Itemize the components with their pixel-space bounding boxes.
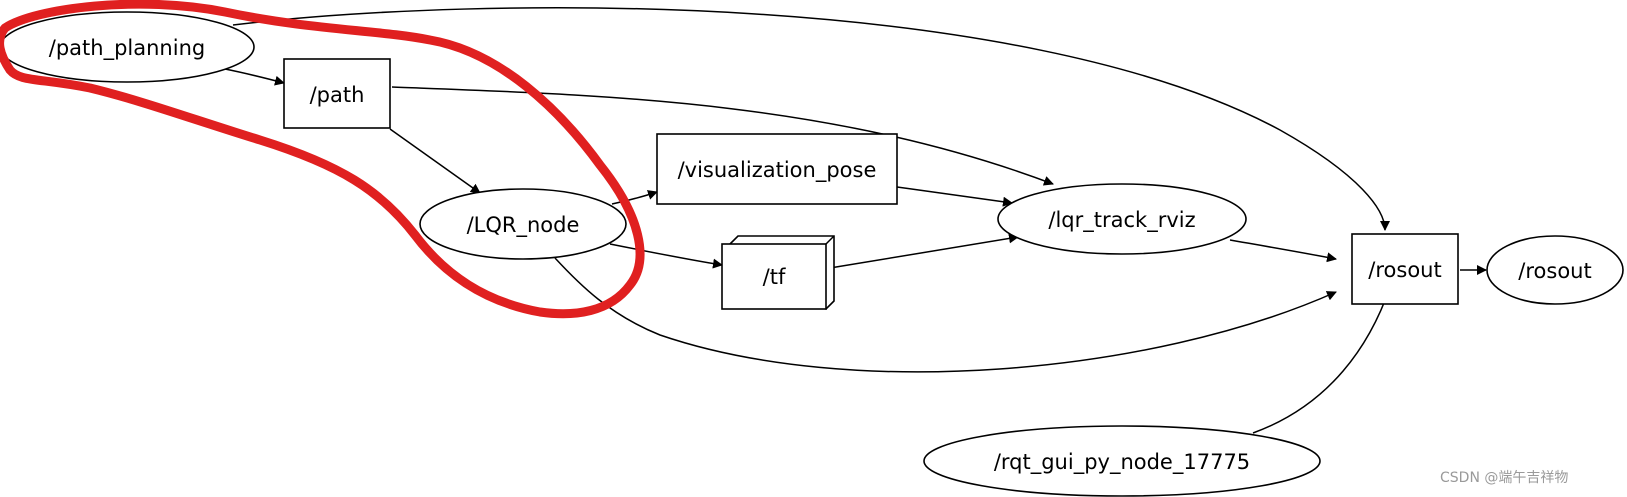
edge-lqr-track-rviz-to-rosout-topic — [1229, 239, 1337, 263]
edge-lqr-node-to-tf — [609, 243, 723, 269]
node-lqr-track-rviz[interactable]: /lqr_track_rviz — [997, 183, 1247, 255]
node-lqr-track-rviz-label: /lqr_track_rviz — [1048, 208, 1195, 233]
node-lqr-node-shape — [419, 188, 627, 260]
node-visualization-pose-label: /visualization_pose — [678, 158, 877, 183]
node-tf-shape — [721, 243, 827, 310]
edge-lqr-node-to-visualization-pose — [611, 190, 658, 205]
node-rosout-topic-label: /rosout — [1368, 258, 1441, 282]
node-path[interactable]: /path — [283, 58, 391, 129]
node-path-shape — [283, 58, 391, 129]
node-lqr-node[interactable]: /LQR_node — [419, 188, 627, 260]
node-rosout-node-label: /rosout — [1518, 259, 1591, 283]
node-rqt-gui-shape — [923, 425, 1321, 497]
edge-tf-to-lqr-track-rviz — [829, 233, 1019, 269]
node-lqr-track-rviz-shape — [997, 183, 1247, 255]
node-rosout-node-shape — [1486, 235, 1624, 305]
node-tf-depth-edge — [825, 235, 835, 245]
edges — [224, 7, 1487, 434]
watermark-text: CSDN @端午吉祥物 — [1440, 470, 1568, 486]
node-tf-label: /tf — [763, 265, 786, 289]
edge-path-to-lqr-track-rviz — [391, 86, 1054, 186]
node-path-planning-label: /path_planning — [49, 36, 205, 61]
node-path-planning[interactable]: /path_planning — [0, 11, 255, 83]
node-lqr-node-label: /LQR_node — [467, 213, 580, 238]
node-visualization-pose-shape — [656, 133, 898, 205]
edge-path-planning-to-path — [224, 68, 285, 86]
node-tf[interactable]: /tf — [721, 235, 835, 311]
node-path-planning-shape — [0, 11, 255, 83]
node-path-label: /path — [310, 83, 365, 107]
node-rosout-topic[interactable]: /rosout — [1351, 233, 1459, 305]
edge-visualization-pose-to-lqr-track-rviz — [896, 186, 1013, 207]
node-visualization-pose[interactable]: /visualization_pose — [656, 133, 898, 205]
node-rqt-gui[interactable]: /rqt_gui_py_node_17775 — [923, 425, 1321, 497]
edge-rqt-gui-to-rosout-topic — [1252, 286, 1392, 434]
node-rosout-topic-shape — [1351, 233, 1459, 305]
edge-path-to-lqr-node — [389, 128, 481, 194]
node-rosout-node[interactable]: /rosout — [1486, 235, 1624, 305]
edge-path-planning-to-rosout-topic — [232, 7, 1390, 231]
node-rqt-gui-label: /rqt_gui_py_node_17775 — [994, 450, 1250, 475]
edge-lqr-node-to-rosout-topic — [554, 257, 1337, 373]
red-highlight-annotation — [0, 0, 645, 319]
